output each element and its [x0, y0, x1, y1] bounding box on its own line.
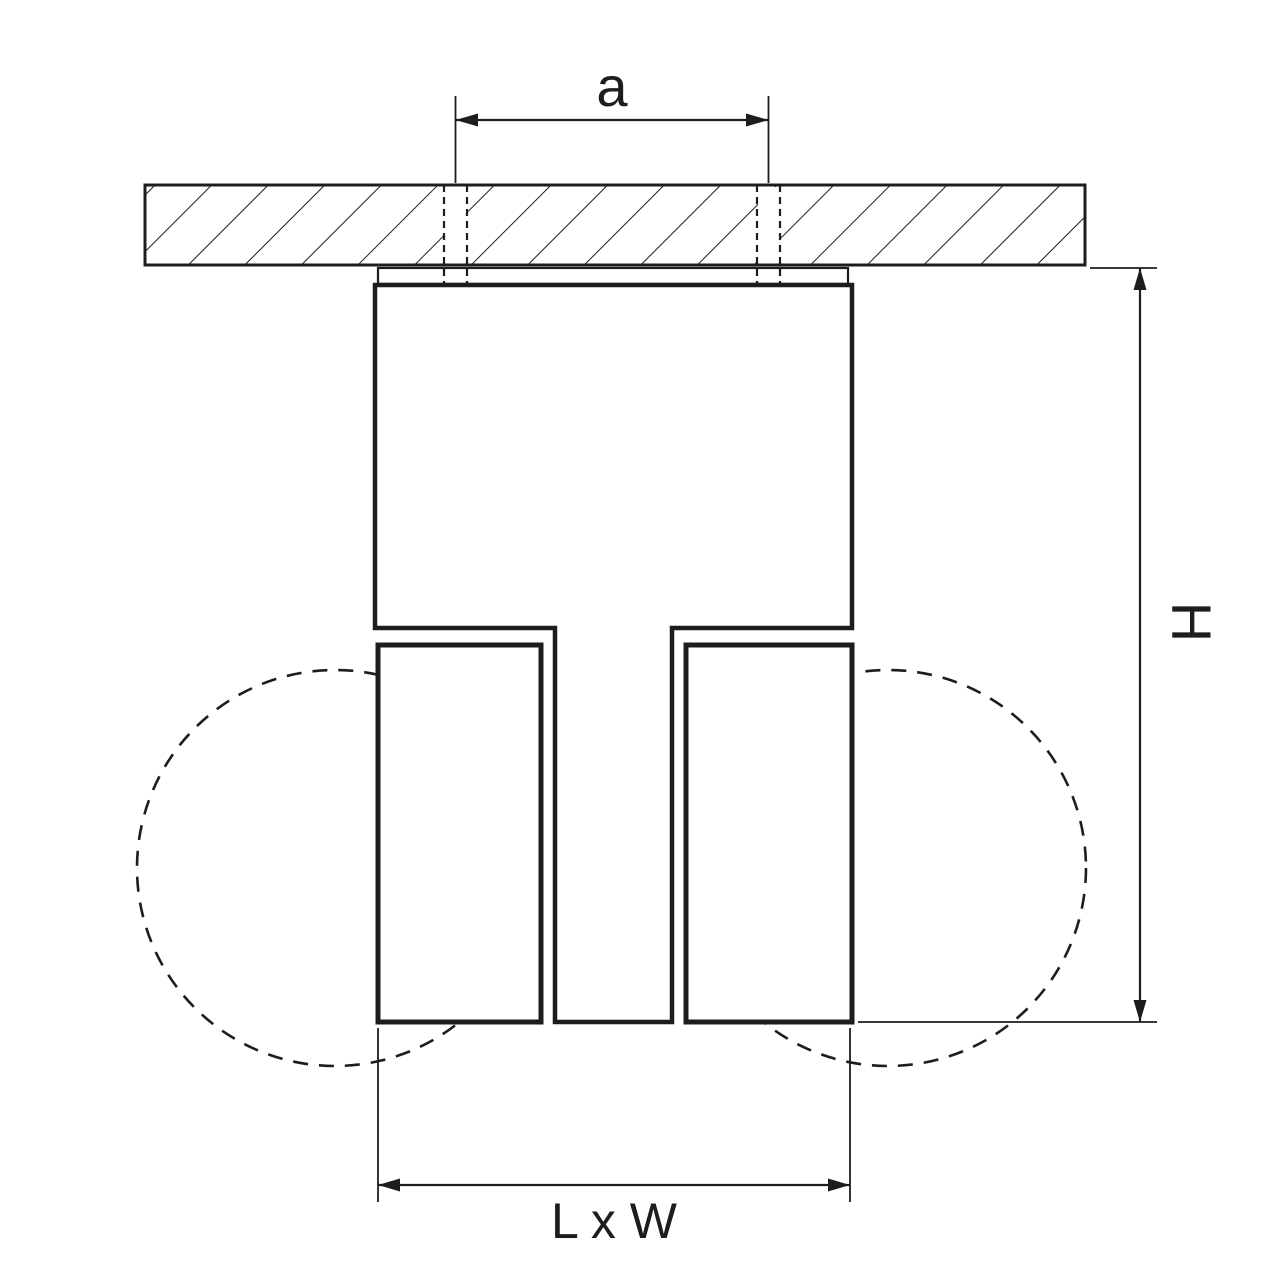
dimension-h: H [858, 267, 1223, 1023]
ceiling-hatch-fill [145, 185, 1085, 265]
fixture-body [372, 282, 855, 1025]
mounting-screw-right [755, 185, 782, 284]
screw-hole-right [758, 187, 779, 263]
mounting-plate [376, 266, 850, 286]
dimension-lxw: L x W [377, 1028, 851, 1249]
mounting-screw-left [442, 185, 469, 284]
dimension-h-arrow-top [1133, 268, 1147, 290]
dimension-a: a [454, 55, 770, 183]
dimension-lxw-arrow-right [828, 1178, 850, 1192]
dimension-a-arrow-left [455, 113, 478, 127]
dimension-h-arrow-bottom [1133, 1000, 1147, 1022]
ceiling-section [143, 183, 1087, 267]
dimension-h-label: H [1160, 602, 1223, 642]
lamp-head-left [375, 642, 544, 1025]
dimension-lxw-label: L x W [551, 1193, 678, 1249]
lamp-head-right [683, 642, 855, 1025]
rotation-range-circle-right [688, 668, 1088, 1068]
dimension-a-arrow-right [746, 113, 769, 127]
ceiling-outline [143, 183, 1087, 267]
dimension-a-label: a [596, 55, 628, 118]
screw-hole-left [445, 187, 466, 263]
dimension-lxw-arrow-left [378, 1178, 400, 1192]
